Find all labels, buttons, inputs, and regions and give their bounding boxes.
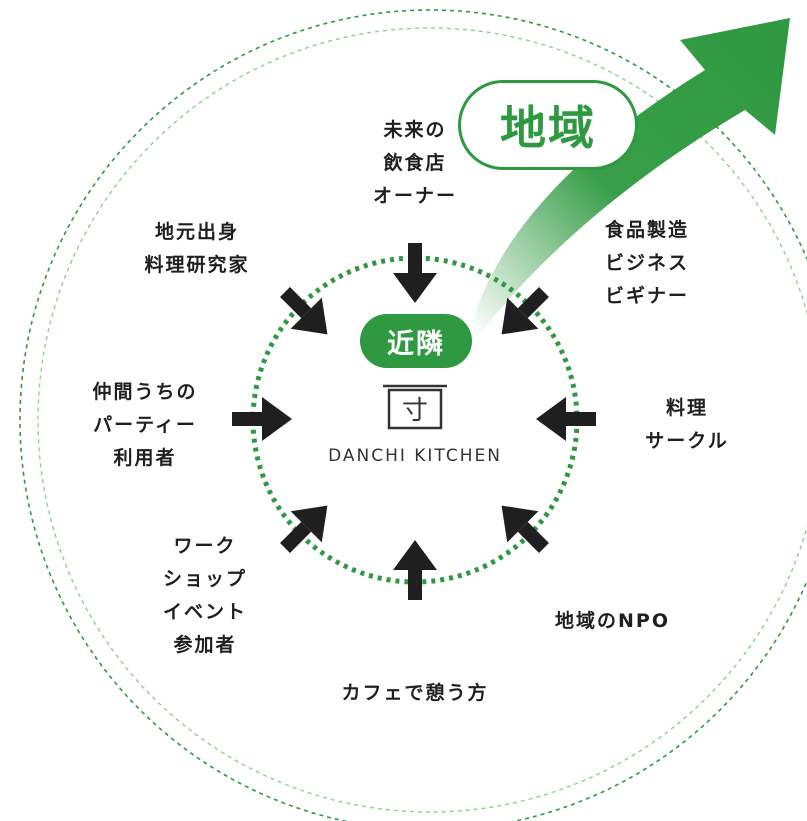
label-workshop: ワーク ショップ イベント 参加者 [135, 530, 275, 662]
outer-ring-dark [19, 9, 807, 821]
label-line: 未来の [383, 119, 447, 141]
region-badge-label: 地域 [500, 101, 596, 155]
label-line: 飲食店 [383, 152, 447, 174]
growth-arrow [470, 18, 790, 336]
label-future-owner: 未来の 飲食店 オーナー [345, 114, 485, 213]
arrow-from-right [536, 397, 596, 441]
label-line: 利用者 [113, 447, 177, 469]
label-local-chef: 地元出身 料理研究家 [122, 216, 272, 282]
label-line: イベント [162, 601, 247, 623]
label-line: 料理研究家 [144, 254, 250, 276]
arrow-from-top-left [280, 287, 328, 335]
label-line: 料理 [665, 397, 708, 419]
arrow-from-bottom-right [501, 505, 549, 553]
neighborhood-badge: 近隣 [360, 314, 472, 368]
arrow-from-bottom [393, 540, 437, 600]
label-cafe: カフェで憩う方 [320, 677, 510, 710]
label-line: 食品製造 [604, 219, 689, 241]
label-line: オーナー [372, 185, 457, 207]
arrow-from-left [232, 397, 292, 441]
label-line: 仲間うちの [92, 381, 198, 403]
label-food-business: 食品製造 ビジネス ビギナー [577, 214, 717, 313]
label-npo: 地域のNPO [530, 605, 695, 638]
label-line: 地域のNPO [555, 610, 670, 632]
label-line: 参加者 [173, 634, 237, 656]
arrow-from-top-right [501, 287, 549, 335]
label-line: パーティー [93, 414, 197, 436]
label-line: ビジネス [604, 252, 689, 274]
label-line: ショップ [162, 568, 247, 590]
region-badge: 地域 [458, 80, 638, 170]
brand-name: DANCHI KITCHEN [328, 446, 502, 466]
danchi-kitchen-logo: 寸 [383, 384, 447, 430]
neighborhood-badge-label: 近隣 [387, 328, 445, 360]
logo-glyph: 寸 [402, 396, 428, 426]
label-line: ビギナー [604, 285, 689, 307]
label-line: ワーク [173, 535, 237, 557]
label-line: カフェで憩う方 [341, 682, 489, 704]
label-cooking-circle: 料理 サークル [612, 392, 762, 458]
label-party-users: 仲間うちの パーティー 利用者 [70, 376, 220, 475]
arrow-from-top [393, 243, 437, 303]
arrow-from-bottom-left [280, 505, 328, 553]
label-line: サークル [645, 430, 729, 452]
label-line: 地元出身 [154, 221, 239, 243]
